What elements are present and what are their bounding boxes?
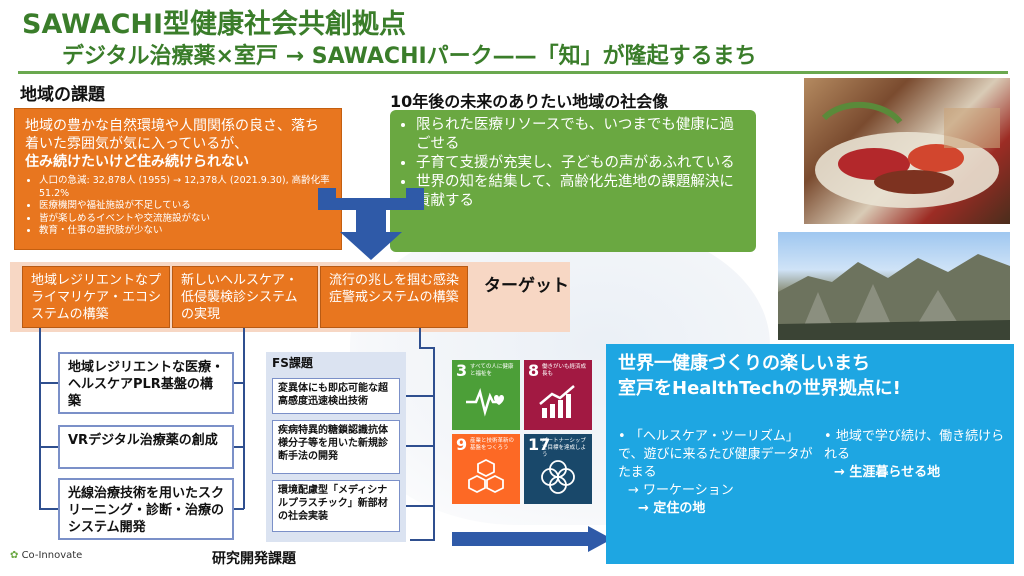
heartbeat-icon (466, 387, 504, 417)
food-platter-photo (804, 78, 1010, 224)
target-box-2: 新しいヘルスケア・低侵襲検診システムの実現 (172, 266, 318, 328)
title-divider (18, 71, 1008, 74)
research-box-1: 地域レジリエントな医療・ヘルスケアPLR基盤の構築 (58, 352, 234, 414)
target-label: ターゲット (484, 276, 569, 296)
issues-main-bold: 住み続けたいけど住み続けられない (25, 154, 249, 170)
logo-text: Co-Innovate (21, 550, 83, 561)
sdg-text: すべての人に健康と福祉を (470, 364, 514, 377)
sdg-text: 働きがいも経済成長も (542, 364, 587, 377)
coastal-rocks-photo (778, 232, 1010, 340)
future-list: 限られた医療リソースでも、いつまでも健康に過ごせる 子育て支援が充実し、子どもの… (400, 116, 746, 211)
sdg-8-icon: 8 働きがいも経済成長も (524, 360, 592, 430)
sdg-text: 産業と技術革新の基盤をつくろう (470, 438, 515, 451)
future-bullet: 子育て支援が充実し、子どもの声があふれている (416, 154, 746, 173)
issues-bullet: 皆が楽しめるイベントや交流施設がない (39, 213, 331, 226)
food-platter-illustration (815, 102, 1000, 208)
sdg-9-icon: 9 産業と技術革新の基盤をつくろう (452, 434, 520, 504)
co-innovate-logo: ✿ Co-Innovate (10, 550, 82, 561)
goal-col2-arrow: → 生涯暮らせる地 (834, 465, 941, 480)
issues-bullet: 教育・仕事の選択肢が少ない (39, 225, 331, 238)
coastal-rocks-illustration (778, 254, 1010, 340)
sdg-number: 17 (528, 435, 551, 454)
sdg-17-icon: 17 パートナーシップで目標を達成しよう (524, 434, 592, 504)
goal-col1-arrow-1: → ワーケーション (628, 483, 734, 498)
fs-box-1: 変異体にも即応可能な超高感度迅速検出技術 (272, 378, 400, 414)
future-bullet: 世界の知を結集して、高齢化先進地の課題解決に貢献する (416, 173, 746, 211)
research-box-2: VRデジタル治療薬の創成 (58, 425, 234, 469)
issues-bullet: 人口の急減: 32,878人 (1955) → 12,378人 (2021.9.… (39, 175, 331, 200)
goal-box: 世界一健康づくりの楽しいまち 室戸をHealthTechの世界拠点に! • 「ヘ… (606, 344, 1014, 564)
page-title: SAWACHI型健康社会共創拠点 (22, 9, 407, 40)
goal-col2-text: • 地域で学び続け、働き続けられる (824, 429, 1005, 462)
future-heading: 10年後の未来のありたい地域の社会像 (390, 92, 669, 111)
sdg-3-icon: 3 すべての人に健康と福祉を (452, 360, 520, 430)
research-box-3: 光線治療技術を用いたスクリーニング・診断・治療のシステム開発 (58, 478, 234, 540)
issues-heading: 地域の課題 (20, 85, 105, 105)
fs-box-3: 環境配慮型「メディシナルプラスチック」新部材の社会実装 (272, 480, 400, 532)
future-bullet: 限られた医療リソースでも、いつまでも健康に過ごせる (416, 116, 746, 154)
issues-box: 地域の豊かな自然環境や人間関係の良さ、落ち着いた雰囲気が気に入っているが、 住み… (14, 108, 342, 250)
target-box-3: 流行の兆しを掴む感染症警戒システムの構築 (320, 266, 468, 328)
goal-col1-text: • 「ヘルスケア・ツーリズム」で、遊びに来るたび健康データがたまる (618, 429, 813, 480)
issues-main-text: 地域の豊かな自然環境や人間関係の良さ、落ち着いた雰囲気が気に入っているが、 (25, 118, 319, 152)
goal-title-2: 室戸をHealthTechの世界拠点に! (618, 378, 901, 399)
goal-col1-arrow-2: → 定住の地 (638, 501, 706, 516)
sdg-icons: 3 すべての人に健康と福祉を 8 働きがいも経済成長も 9 産業と技術革新の基盤… (452, 360, 592, 518)
page-subtitle: デジタル治療薬×室戸 → SAWACHIパーク——「知」が隆起するまち (62, 44, 757, 69)
goal-col2-text-value: 地域で学び続け、働き続けられる (824, 429, 1005, 462)
goal-column-1: • 「ヘルスケア・ツーリズム」で、遊びに来るたび健康データがたまる → ワーケー… (618, 428, 818, 518)
fs-title: FS課題 (272, 356, 313, 370)
goal-title-1: 世界一健康づくりの楽しいまち (618, 353, 870, 374)
merge-arrow-icon (318, 188, 424, 260)
issues-main: 地域の豊かな自然環境や人間関係の良さ、落ち着いた雰囲気が気に入っているが、 住み… (25, 117, 331, 171)
sdg-number: 8 (528, 361, 540, 380)
growth-chart-icon (539, 385, 575, 418)
target-box-1: 地域レジリエントなプライマリケア・エコシステムの構築 (22, 266, 170, 328)
right-arrow-icon (452, 526, 612, 552)
issues-bullet: 医療機関や福祉施設が不足している (39, 200, 331, 213)
future-box: 限られた医療リソースでも、いつまでも健康に過ごせる 子育て支援が充実し、子どもの… (390, 110, 756, 252)
sdg-number: 3 (456, 361, 468, 380)
sdg-number: 9 (456, 435, 468, 454)
logo-icon: ✿ (10, 550, 19, 561)
goal-column-2: • 地域で学び続け、働き続けられる → 生涯暮らせる地 (824, 428, 1008, 482)
issues-list: 人口の急減: 32,878人 (1955) → 12,378人 (2021.9.… (25, 175, 331, 238)
sdg-text: パートナーシップで目標を達成しよう (542, 438, 587, 458)
fs-box-2: 疾病特異的糖鎖認識抗体様分子等を用いた新規診断手法の開発 (272, 420, 400, 474)
research-label: 研究開発課題 (212, 551, 296, 567)
goal-col1-text-value: 「ヘルスケア・ツーリズム」で、遊びに来るたび健康データがたまる (618, 429, 813, 480)
partnership-flower-icon (541, 460, 575, 494)
cubes-icon (468, 458, 504, 494)
